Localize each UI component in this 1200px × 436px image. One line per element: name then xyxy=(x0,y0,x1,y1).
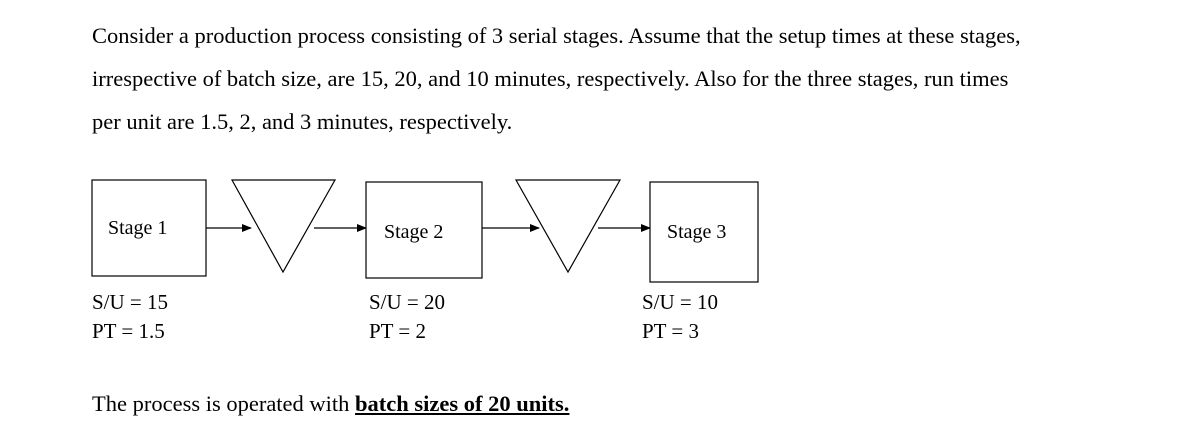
inventory-buffer-2 xyxy=(514,179,622,274)
stage-1-specs: S/U = 15 PT = 1.5 xyxy=(92,288,168,346)
batch-size-statement: The process is operated with batch sizes… xyxy=(92,391,569,417)
inventory-buffer-1 xyxy=(230,179,337,274)
stage-2-box xyxy=(365,181,483,279)
stage-3-process-time: PT = 3 xyxy=(642,319,699,343)
stage-1-process-time: PT = 1.5 xyxy=(92,319,165,343)
stage-3-box xyxy=(649,181,759,283)
stage-1-label: Stage 1 xyxy=(108,217,167,239)
stage-3-specs: S/U = 10 PT = 3 xyxy=(642,288,718,346)
problem-statement: Consider a production process consisting… xyxy=(92,14,1172,143)
stage-3-setup-time: S/U = 10 xyxy=(642,290,719,314)
stage-1-setup-time: S/U = 15 xyxy=(92,290,169,314)
stage-3-label: Stage 3 xyxy=(667,221,726,243)
stage-2-setup-time: S/U = 20 xyxy=(369,290,446,314)
batch-size-emphasis: batch sizes of 20 units. xyxy=(355,391,570,416)
stage-2-specs: S/U = 20 PT = 2 xyxy=(369,288,445,346)
stage-2-label: Stage 2 xyxy=(384,221,443,243)
problem-line-2: irrespective of batch size, are 15, 20, … xyxy=(92,66,1009,91)
problem-line-3: per unit are 1.5, 2, and 3 minutes, resp… xyxy=(92,109,513,134)
stage-2-process-time: PT = 2 xyxy=(369,319,426,343)
problem-line-1: Consider a production process consisting… xyxy=(92,23,1021,48)
footer-prefix: The process is operated with xyxy=(92,391,356,416)
